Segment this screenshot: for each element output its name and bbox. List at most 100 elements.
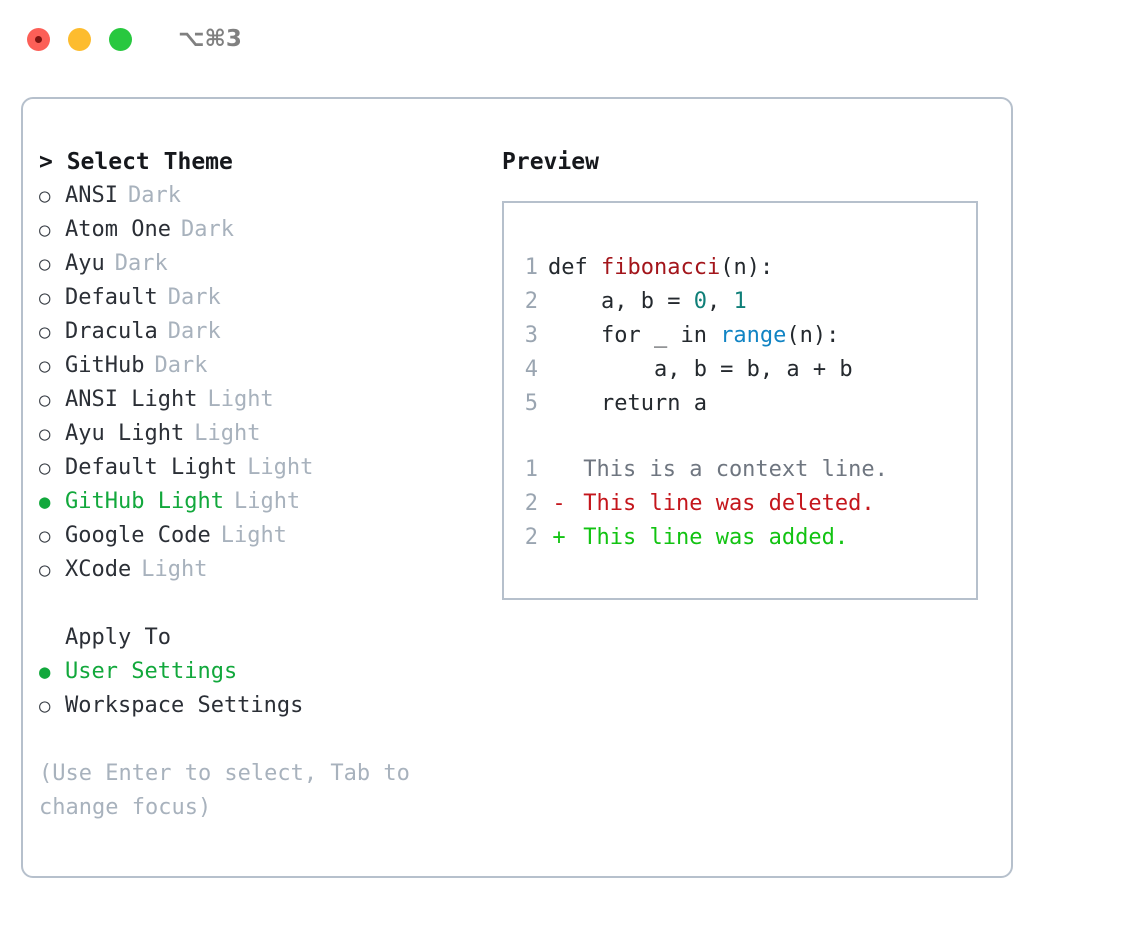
diff-marker: [548, 453, 570, 487]
code-line-text: def fibonacci(n):: [548, 251, 773, 285]
theme-item-2[interactable]: ○ Ayu Dark: [39, 247, 489, 281]
apply-to-item-0[interactable]: ● User Settings: [39, 655, 489, 689]
code-line-text: for _ in range(n):: [548, 319, 839, 353]
diff-marker: -: [552, 491, 566, 516]
theme-variant-badge: Dark: [127, 183, 181, 208]
theme-item-label: XCode: [65, 557, 132, 582]
code-token: a, b = b, a + b: [548, 357, 853, 382]
theme-item-label: Ayu: [65, 251, 105, 276]
diff-line-text: This is a context line.: [570, 457, 888, 482]
title-bar: ⌥⌘3: [0, 0, 1140, 78]
theme-item-11[interactable]: ○ XCode Light: [39, 553, 489, 587]
theme-variant-badge: Dark: [114, 251, 168, 276]
code-line-text: a, b = 0, 1: [548, 285, 747, 319]
line-number: 1: [524, 255, 538, 280]
theme-item-0[interactable]: ○ ANSI Dark: [39, 179, 489, 213]
line-number: 3: [524, 323, 538, 348]
code-token: return a: [548, 391, 707, 416]
code-token: a, b =: [548, 289, 694, 314]
theme-item-label: Dracula: [65, 319, 158, 344]
apply-to-item-label: Workspace Settings: [65, 693, 304, 718]
radio-unselected-icon[interactable]: ○: [39, 253, 51, 275]
select-theme-header: > Select Theme: [39, 149, 233, 175]
code-line-2: 3 for _ in range(n):: [504, 319, 976, 353]
apply-to-header: Apply To: [65, 625, 171, 650]
traffic-lights: [27, 27, 132, 51]
diff-line-1: 2- This line was deleted.: [504, 487, 976, 521]
theme-item-label: Ayu Light: [65, 421, 185, 446]
radio-unselected-icon[interactable]: ○: [39, 695, 51, 717]
code-line-4: 5 return a: [504, 387, 976, 421]
code-token: ,: [706, 289, 734, 314]
theme-item-label: Atom One: [65, 217, 171, 242]
theme-item-label: GitHub Light: [65, 489, 224, 514]
code-line-0: 1 def fibonacci(n):: [504, 251, 976, 285]
code-token: def: [548, 255, 601, 280]
line-number: 5: [524, 391, 538, 416]
theme-variant-badge: Light: [207, 387, 274, 412]
close-button[interactable]: [27, 27, 50, 51]
theme-item-label: ANSI Light: [65, 387, 198, 412]
code-line-1: 2 a, b = 0, 1: [504, 285, 976, 319]
apply-to-item-1[interactable]: ○ Workspace Settings: [39, 689, 489, 723]
theme-item-7[interactable]: ○ Ayu Light Light: [39, 417, 489, 451]
theme-variant-badge: Dark: [154, 353, 208, 378]
apply-to-item-label: User Settings: [65, 659, 238, 684]
radio-unselected-icon[interactable]: ○: [39, 287, 51, 309]
theme-variant-badge: Dark: [167, 319, 221, 344]
line-number: 2: [524, 289, 538, 314]
theme-variant-badge: Light: [233, 489, 301, 514]
line-number: 2: [524, 525, 538, 550]
apply-to-list[interactable]: ● User Settings ○ Workspace Settings: [39, 655, 489, 723]
minimize-button[interactable]: [68, 27, 91, 51]
keyboard-shortcut-label: ⌥⌘3: [178, 26, 242, 52]
code-token: for _ in: [548, 323, 721, 348]
radio-unselected-icon[interactable]: ○: [39, 185, 51, 207]
radio-unselected-icon[interactable]: ○: [39, 559, 51, 581]
diff-line-0: 1 This is a context line.: [504, 453, 976, 487]
radio-unselected-icon[interactable]: ○: [39, 355, 51, 377]
theme-item-label: ANSI: [65, 183, 118, 208]
theme-item-6[interactable]: ○ ANSI Light Light: [39, 383, 489, 417]
radio-unselected-icon[interactable]: ○: [39, 525, 51, 547]
theme-variant-badge: Light: [141, 557, 208, 582]
diff-block: 1 This is a context line.2- This line wa…: [504, 453, 976, 555]
radio-unselected-icon[interactable]: ○: [39, 321, 51, 343]
radio-unselected-icon[interactable]: ○: [39, 457, 51, 479]
theme-item-label: GitHub: [65, 353, 145, 378]
radio-selected-icon[interactable]: ●: [39, 661, 51, 683]
theme-item-9[interactable]: ● GitHub Light Light: [39, 485, 489, 519]
theme-item-label: Default: [65, 285, 158, 310]
theme-item-1[interactable]: ○ Atom One Dark: [39, 213, 489, 247]
theme-variant-badge: Dark: [180, 217, 234, 242]
code-token: 1: [733, 289, 747, 314]
theme-item-10[interactable]: ○ Google Code Light: [39, 519, 489, 553]
theme-variant-badge: Light: [220, 523, 287, 548]
code-token: range: [720, 323, 787, 348]
code-line-text: return a: [548, 387, 707, 421]
radio-unselected-icon[interactable]: ○: [39, 219, 51, 241]
diff-line-text: This line was deleted.: [570, 491, 875, 516]
theme-item-5[interactable]: ○ GitHub Dark: [39, 349, 489, 383]
theme-variant-badge: Light: [247, 455, 314, 480]
keyboard-hint: (Use Enter to select, Tab to change focu…: [39, 761, 410, 820]
radio-selected-icon[interactable]: ●: [39, 491, 51, 513]
diff-marker: +: [552, 525, 566, 550]
radio-unselected-icon[interactable]: ○: [39, 389, 51, 411]
theme-variant-badge: Light: [194, 421, 261, 446]
code-token: 0: [693, 289, 707, 314]
theme-item-4[interactable]: ○ Dracula Dark: [39, 315, 489, 349]
theme-item-label: Google Code: [65, 523, 211, 548]
code-token: (n):: [786, 323, 840, 348]
radio-unselected-icon[interactable]: ○: [39, 423, 51, 445]
zoom-button[interactable]: [109, 27, 132, 51]
